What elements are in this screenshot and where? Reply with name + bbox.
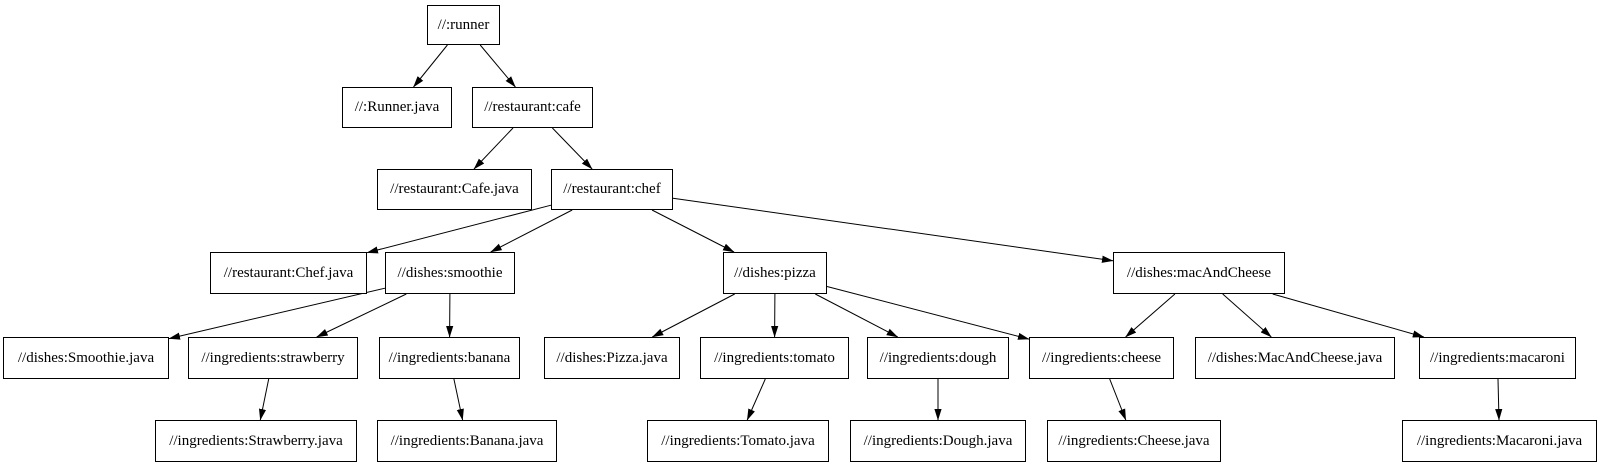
graph-node-macaroni-java: //ingredients:Macaroni.java: [1402, 420, 1597, 462]
graph-edge-tomato-to-tomato-java: [746, 378, 766, 421]
graph-node-banana-java: //ingredients:Banana.java: [377, 420, 557, 462]
graph-edge-chef-to-smoothie: [490, 209, 573, 253]
graph-edge-macaroni-to-macaroni-java: [1495, 378, 1503, 421]
graph-edge-mac-and-cheese-to-macaroni: [1272, 293, 1425, 338]
graph-edge-runner-to-cafe: [479, 44, 516, 88]
graph-node-pizza-java: //dishes:Pizza.java: [544, 337, 680, 379]
graph-node-cafe: //restaurant:cafe: [472, 87, 593, 128]
graph-edge-pizza-to-pizza-java: [651, 293, 735, 338]
graph-edge-strawberry-to-strawberry-java: [258, 378, 270, 421]
graph-node-runner: //:runner: [427, 5, 500, 45]
graph-node-tomato: //ingredients:tomato: [700, 337, 849, 379]
graph-edge-cheese-to-cheese-java: [1109, 378, 1127, 421]
graph-edge-chef-to-chef-java: [366, 204, 552, 254]
graph-edge-banana-to-banana-java: [453, 378, 464, 421]
graph-node-cheese: //ingredients:cheese: [1029, 337, 1174, 379]
graph-node-cafe-java: //restaurant:Cafe.java: [377, 169, 532, 210]
graph-node-tomato-java: //ingredients:Tomato.java: [647, 420, 829, 462]
graph-edge-smoothie-to-strawberry: [316, 293, 407, 338]
graph-edge-chef-to-pizza: [651, 209, 735, 253]
graph-node-chef-java: //restaurant:Chef.java: [210, 252, 367, 294]
graph-node-mac-and-cheese-java: //dishes:MacAndCheese.java: [1195, 337, 1395, 379]
graph-node-banana: //ingredients:banana: [379, 337, 520, 379]
graph-edge-pizza-to-cheese: [826, 286, 1030, 340]
graph-edge-mac-and-cheese-to-cheese: [1125, 293, 1176, 338]
graph-edge-smoothie-to-smoothie-java: [168, 287, 386, 340]
graph-edge-cafe-to-cafe-java: [473, 127, 514, 170]
graph-edge-pizza-to-dough: [815, 293, 899, 338]
graph-node-dough: //ingredients:dough: [867, 337, 1009, 379]
graph-node-smoothie-java: //dishes:Smoothie.java: [3, 337, 169, 379]
graph-node-mac-and-cheese: //dishes:macAndCheese: [1113, 252, 1285, 294]
graph-node-runner-java: //:Runner.java: [342, 87, 452, 128]
graph-node-strawberry-java: //ingredients:Strawberry.java: [155, 420, 357, 462]
graph-node-strawberry: //ingredients:strawberry: [188, 337, 358, 379]
graph-node-smoothie: //dishes:smoothie: [385, 252, 515, 294]
graph-node-dough-java: //ingredients:Dough.java: [850, 420, 1026, 462]
graph-edge-chef-to-mac-and-cheese: [672, 197, 1114, 263]
graph-node-pizza: //dishes:pizza: [723, 252, 827, 294]
graph-edge-runner-to-runner-java: [413, 44, 448, 88]
graph-node-cheese-java: //ingredients:Cheese.java: [1047, 420, 1221, 462]
graph-edge-mac-and-cheese-to-mac-and-cheese-java: [1222, 293, 1272, 338]
graph-node-macaroni: //ingredients:macaroni: [1419, 337, 1576, 379]
graph-edge-cafe-to-chef: [552, 127, 593, 170]
graph-node-chef: //restaurant:chef: [551, 169, 673, 210]
